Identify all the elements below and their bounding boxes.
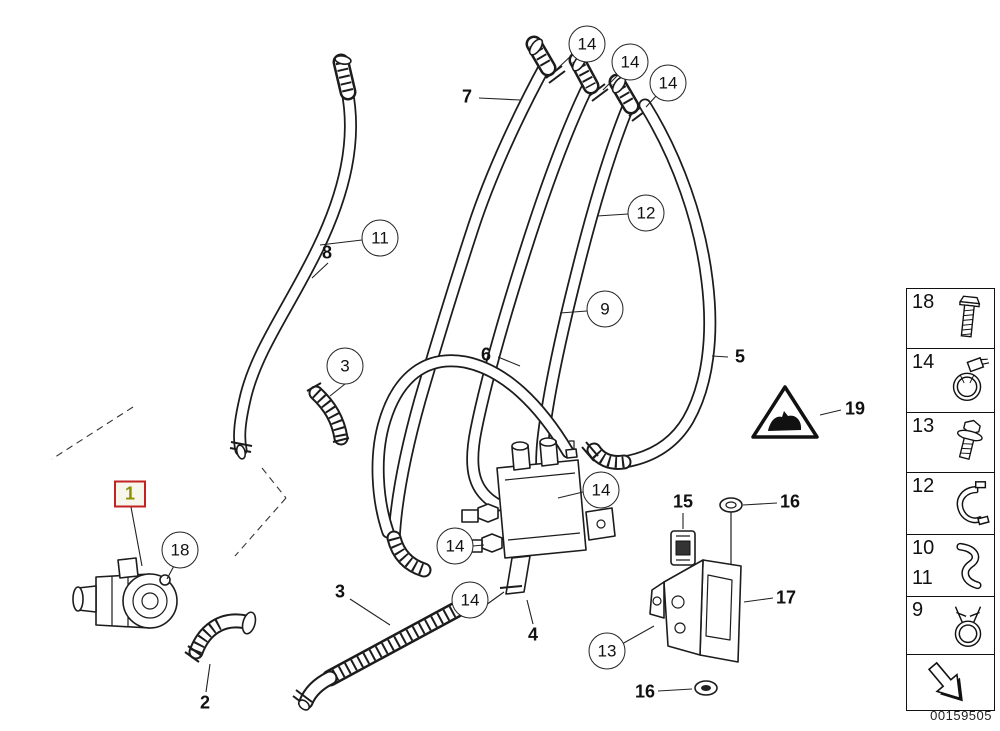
legend-item-10-11: 10 11	[907, 535, 994, 597]
legend-item-label-2: 11	[912, 567, 933, 589]
legend-item-label: 14	[912, 351, 935, 373]
sensor-15	[670, 530, 696, 566]
legend-item-arrow	[907, 655, 994, 710]
spring-clamp-icon	[954, 605, 982, 647]
callout-12: 12	[627, 194, 665, 232]
legend-item-18: 18	[907, 289, 994, 349]
hose-8	[229, 55, 352, 460]
callout-5: 5	[734, 346, 746, 367]
legend-item-label: 12	[912, 475, 935, 497]
screw-icon	[956, 419, 983, 460]
legend-item-label: 9	[912, 599, 924, 621]
grommet-16-upper	[719, 497, 743, 565]
callout-9: 9	[586, 290, 624, 328]
cable-clip-icon	[956, 542, 982, 589]
elbow-connector-2	[184, 611, 257, 663]
callout-15: 15	[672, 491, 694, 512]
elbow-fitting-3	[306, 382, 350, 442]
water-valve-1	[72, 557, 178, 629]
legend-item-label: 13	[912, 415, 935, 437]
legend-item-14: 14	[907, 349, 994, 413]
legend-item-9: 9	[907, 597, 994, 655]
callout-4: 4	[527, 624, 539, 645]
bolt-icon	[958, 295, 981, 338]
hose-5	[581, 105, 710, 462]
hose-7	[394, 37, 566, 540]
callout-2: 2	[199, 692, 211, 713]
callout-14: 14	[582, 471, 620, 509]
corrugated-hose-3	[292, 598, 478, 711]
callout-13: 13	[588, 632, 626, 670]
callout-14: 14	[649, 64, 687, 102]
callout-14: 14	[451, 581, 489, 619]
callout-19: 19	[844, 398, 866, 419]
callout-17: 17	[775, 587, 797, 608]
callout-3: 3	[326, 347, 364, 385]
callout-16: 16	[779, 491, 801, 512]
warning-triangle-19	[751, 385, 819, 439]
legend-item-label: 18	[912, 291, 935, 313]
leader-lines	[130, 53, 842, 693]
legend-item-13: 13	[907, 413, 994, 473]
callout-8: 8	[321, 242, 333, 263]
callout-1: 1	[113, 480, 147, 508]
hose-clamp-icon	[952, 356, 990, 401]
callout-11: 11	[361, 219, 399, 257]
legend-panel: 18 14 13	[906, 288, 995, 711]
direction-arrow-icon	[927, 661, 963, 701]
grommet-16-lower	[694, 680, 718, 696]
holder-clamp-icon	[956, 480, 990, 525]
callout-6: 6	[480, 344, 492, 365]
bracket-17	[649, 559, 742, 663]
callout-18: 18	[161, 531, 199, 569]
legend-item-label: 10	[912, 537, 935, 559]
legend-item-12: 12	[907, 473, 994, 535]
image-number: 00159505	[930, 708, 992, 723]
callout-3: 3	[334, 581, 346, 602]
callout-14: 14	[436, 527, 474, 565]
valve-assembly-4	[461, 437, 616, 595]
callout-16: 16	[634, 681, 656, 702]
callout-14: 14	[568, 25, 606, 63]
callout-7: 7	[461, 86, 473, 107]
callout-14: 14	[611, 43, 649, 81]
dashed-lines	[51, 406, 287, 557]
